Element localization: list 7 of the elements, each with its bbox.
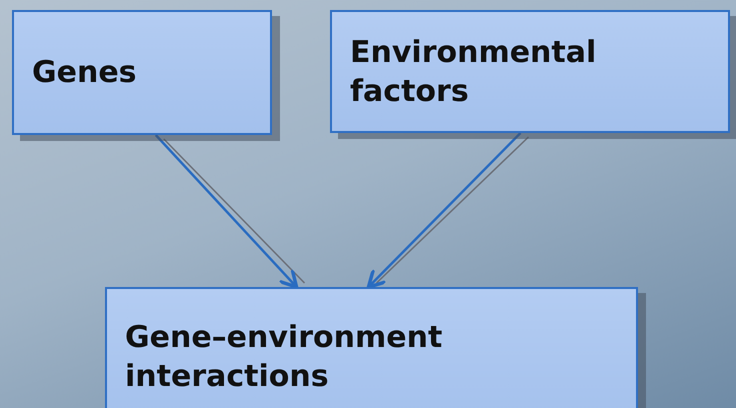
text-box <box>12 10 272 135</box>
box-label: Environmental factors <box>350 34 598 110</box>
arrow <box>154 134 306 289</box>
text-box <box>105 287 638 408</box>
text-box <box>330 10 730 133</box>
box-label: Gene–environment interactions <box>125 319 444 396</box>
box-label: Genes <box>32 54 137 92</box>
